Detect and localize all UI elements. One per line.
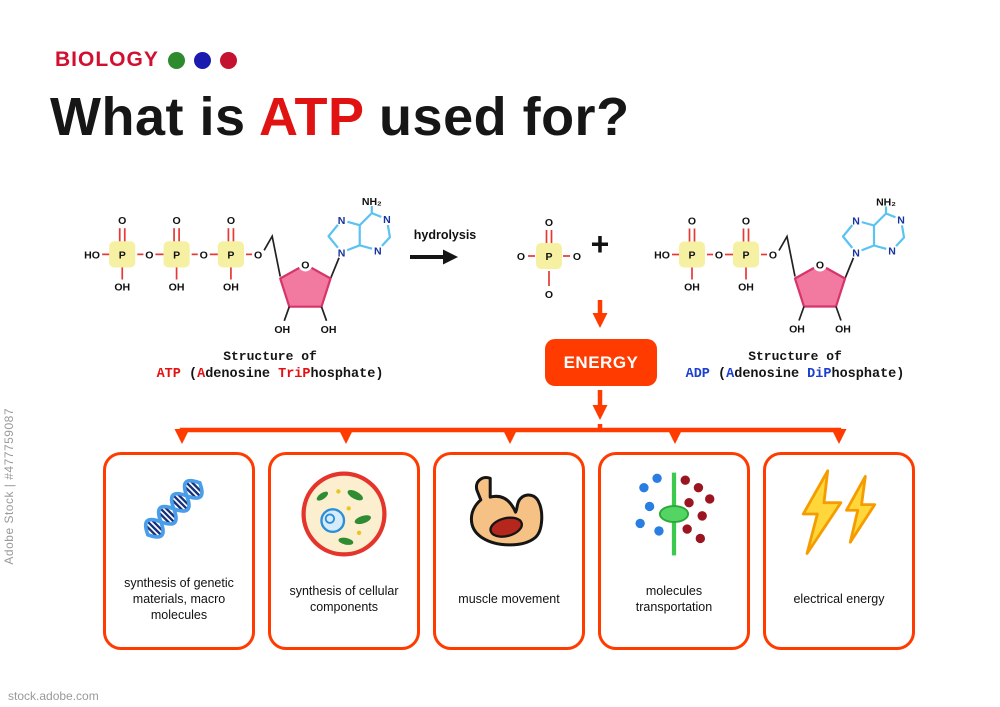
atom-label: O [769, 250, 777, 262]
atom-label: P [119, 249, 126, 261]
title-pre: What is [50, 87, 260, 147]
atp-caption: Structure of ATP (Adenosine TriPhosphate… [130, 349, 410, 382]
atom-label: OH [169, 282, 185, 294]
red-dot-icon [219, 51, 237, 69]
atom-label: O [573, 251, 581, 263]
header: BIOLOGY [55, 48, 237, 72]
atom-label: N [383, 214, 391, 226]
ribose-ring [793, 263, 847, 308]
atom-label: OH [789, 324, 805, 336]
plus-sign: + [590, 226, 610, 262]
function-box-label: electrical energy [793, 591, 885, 606]
atom-label: OH [223, 282, 239, 294]
function-box-genetic-synthesis: synthesis of genetic materials, macro mo… [103, 452, 255, 650]
atp-caption-line1: Structure of [223, 349, 317, 364]
atom-label: HO [84, 249, 100, 261]
atom-label: OH [321, 324, 337, 336]
atom-label: O [172, 215, 180, 227]
atp-caption-line2: ATP (Adenosine TriPhosphate) [156, 367, 384, 382]
atom-label: P [227, 249, 234, 261]
adp-caption-line1: Structure of [748, 349, 842, 364]
atom-label: HO [654, 250, 670, 262]
adp-caption: Structure of ADP (Adenosine DiPhosphate) [650, 349, 940, 382]
lightning-icon [801, 469, 877, 555]
atom-label: O [688, 216, 696, 228]
atom-label: P [742, 250, 749, 262]
atom-label: O [816, 260, 824, 272]
atp-structure-diagram: HO P P P O O O O O O OH OH OH O OH OH N … [84, 196, 393, 336]
cell-icon [301, 471, 387, 557]
page-title: What is ATP used for? [50, 86, 630, 148]
muscle-icon [469, 476, 544, 547]
atom-label: N [374, 245, 382, 257]
energy-badge: ENERGY [545, 339, 657, 386]
atom-label: N [338, 215, 346, 227]
atom-label: O [118, 215, 126, 227]
atom-label: N [897, 215, 905, 227]
atom-label: O [545, 217, 553, 229]
atom-label: P [173, 249, 180, 261]
function-box-molecule-transport: molecules transportation [598, 452, 750, 650]
atom-label: NH₂ [876, 197, 896, 209]
function-box-label: muscle movement [458, 591, 560, 606]
dna-icon [143, 478, 204, 539]
function-boxes-row: synthesis of genetic materials, macro mo… [103, 452, 915, 650]
atom-label: N [852, 216, 860, 228]
transport-icon [635, 472, 715, 556]
blue-dot-icon [193, 51, 211, 69]
atom-label: O [254, 249, 262, 261]
phosphate-structure-diagram: P O O O O [517, 217, 581, 301]
atom-label: OH [274, 324, 290, 336]
function-box-label: synthesis of genetic materials, macro mo… [124, 575, 234, 623]
watermark-bottom: stock.adobe.com [8, 689, 99, 703]
atom-label: O [227, 215, 235, 227]
atom-label: OH [684, 282, 700, 294]
atom-label: O [715, 250, 723, 262]
green-dot-icon [167, 51, 185, 69]
function-box-muscle-movement: muscle movement [433, 452, 585, 650]
title-highlight: ATP [259, 87, 364, 147]
ribose-ring [279, 263, 332, 308]
function-box-cellular-synthesis: synthesis of cellular components [268, 452, 420, 650]
atom-label: O [145, 249, 153, 261]
atom-label: O [200, 249, 208, 261]
atom-label: OH [835, 324, 851, 336]
category-label: BIOLOGY [55, 48, 159, 71]
atom-label: N [338, 247, 346, 259]
function-box-label: synthesis of cellular components [289, 583, 399, 614]
function-box-label: molecules transportation [635, 583, 713, 614]
atom-label: N [852, 248, 860, 260]
adp-structure-diagram: HO P P O O O O OH OH O OH OH N N N N NH₂ [654, 197, 907, 336]
atom-label: O [517, 251, 525, 263]
function-box-electrical-energy: electrical energy [763, 452, 915, 650]
atom-label: O [545, 289, 553, 301]
watermark-side: Adobe Stock | #477759087 [2, 408, 16, 565]
atom-label: O [301, 259, 309, 271]
atom-label: P [688, 250, 695, 262]
adp-caption-line2: ADP (Adenosine DiPhosphate) [685, 367, 905, 382]
atom-label: NH₂ [362, 196, 382, 208]
phosphate-bonds [102, 228, 253, 280]
atom-label: OH [738, 282, 754, 294]
title-post: used for? [363, 87, 630, 147]
hydrolysis-label: hydrolysis [413, 228, 477, 242]
atom-label: O [742, 216, 750, 228]
atom-label: OH [114, 282, 130, 294]
atom-label: N [888, 246, 896, 258]
atom-label: P [545, 251, 552, 263]
